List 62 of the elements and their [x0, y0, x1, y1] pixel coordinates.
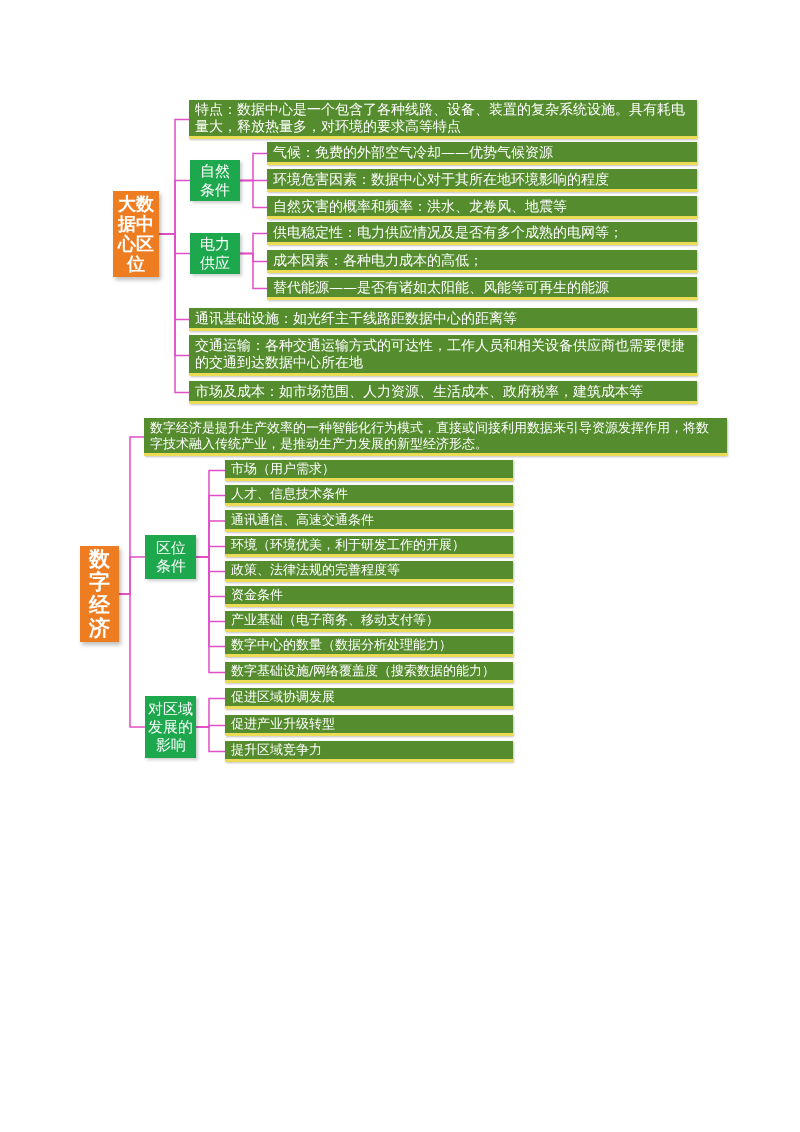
detail-box [225, 586, 513, 607]
detail-text: 人才、信息技术条件 [231, 486, 348, 502]
connector-line [239, 179, 268, 209]
detail-text: 替代能源——是否有诸如太阳能、风能等可再生的能源 [273, 278, 609, 296]
detail-text: 资金条件 [231, 587, 283, 603]
detail-text: 自然灾害的概率和频率：洪水、龙卷风、地震等 [273, 197, 567, 215]
detail-text: 数字基础设施/网络覆盖度（搜索数据的能力） [231, 663, 496, 679]
detail-text: 气候：免费的外部空气冷却——优势气候资源 [273, 143, 553, 161]
detail-box [189, 100, 697, 139]
detail-text: 市场（用户需求） [231, 461, 335, 477]
detail-box [225, 636, 513, 657]
detail-box [267, 250, 697, 273]
subtopic-text: 电力供应 [200, 235, 230, 272]
detail-box [267, 169, 697, 192]
detail-box [225, 611, 513, 632]
detail-box [267, 222, 697, 245]
subtopic-text: 区位条件 [155, 538, 186, 576]
detail-box [144, 418, 727, 456]
detail-text: 通讯通信、高速交通条件 [231, 511, 374, 528]
connector-line [239, 252, 268, 290]
detail-box [267, 277, 697, 300]
detail-text: 特点：数据中心是一个包含了各种线路、设备、装置的复杂系统设施。具有耗电量大，释放热量多，对环境的要求高等特点 [195, 101, 686, 135]
detail-box [225, 485, 513, 506]
detail-box [225, 741, 513, 762]
detail-text: 促进区域协调发展 [231, 689, 335, 705]
detail-box [225, 715, 513, 736]
main-topic-text: 大数据中心区位 [118, 193, 154, 275]
subtopic-box [190, 233, 240, 274]
detail-box [225, 662, 513, 683]
detail-text: 供电稳定性：电力供应情况及是否有多个成熟的电网等； [273, 223, 623, 241]
connector-line [158, 233, 190, 394]
detail-box [225, 561, 513, 582]
detail-text: 产业基础（电子商务、移动支付等） [231, 612, 439, 628]
subtopic-text: 对区域发展的影响 [148, 699, 193, 755]
subtopic-box [145, 535, 196, 579]
detail-text: 提升区域竞争力 [231, 742, 322, 758]
detail-box [189, 335, 697, 376]
detail-box [225, 688, 513, 709]
detail-text: 成本因素：各种电力成本的高低； [273, 251, 483, 269]
main-topic-text: 数字经济 [89, 547, 110, 641]
subtopic-box [190, 160, 240, 201]
detail-text: 市场及成本：如市场范围、人力资源、生活成本、政府税率，建筑成本等 [195, 382, 643, 400]
detail-box [225, 536, 513, 557]
detail-box [225, 460, 513, 481]
detail-text: 环境危害因素：数据中心对于其所在地环境影响的程度 [273, 170, 609, 188]
main-topic-box [80, 546, 119, 642]
detail-box [267, 142, 697, 165]
detail-text: 数字中心的数量（数据分析处理能力） [231, 637, 452, 653]
detail-box [267, 196, 697, 219]
detail-text: 通讯基础设施：如光纤主干线路距数据中心的距离等 [195, 309, 517, 327]
detail-box [189, 381, 697, 404]
detail-text: 促进产业升级转型 [231, 716, 335, 732]
detail-box [225, 510, 513, 532]
connector-line [195, 726, 226, 753]
subtopic-text: 自然条件 [200, 162, 230, 199]
connector-line [118, 593, 146, 728]
detail-text: 数字经济是提升生产效率的一种智能化行为模式，直接或间接利用数据来引导资源发挥作用，将数字技术融入传统产业，是推动生产力发展的新型经济形态。 [150, 419, 710, 452]
detail-text: 环境（环境优美，利于研发工作的开展） [231, 537, 465, 553]
detail-box [189, 308, 697, 331]
detail-text: 政策、法律法规的完善程度等 [231, 562, 400, 578]
detail-text: 交通运输：各种交通运输方式的可达性，工作人员和相关设备供应商也需要便捷的交通到达数据中心所在地 [195, 337, 686, 371]
connector-line [195, 556, 226, 674]
